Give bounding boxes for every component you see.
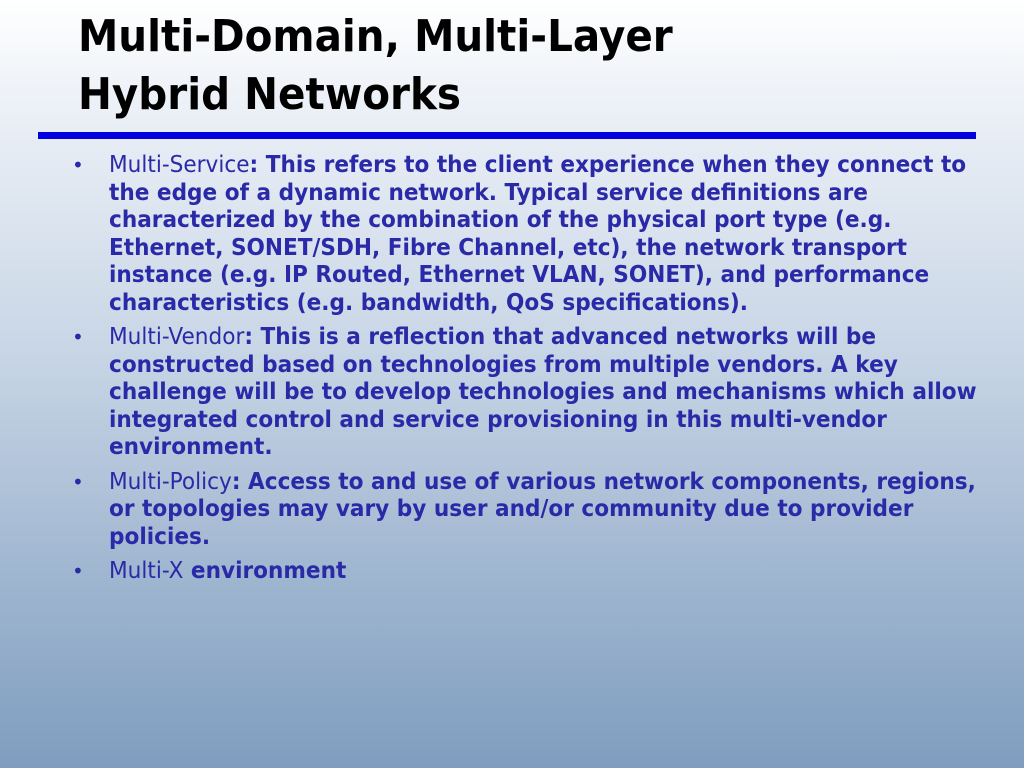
bullet-dot-icon: • <box>72 469 84 494</box>
bullet-text: Multi-Policy: Access to and use of vario… <box>109 469 993 552</box>
title-underline-rule <box>38 132 976 139</box>
bullet-text: Multi-X environment <box>109 558 993 586</box>
bullet-description: : This is a reflection that advanced net… <box>109 324 977 460</box>
bullet-item-multi-policy: • Multi-Policy: Access to and use of var… <box>72 469 987 552</box>
bullet-text: Multi-Vendor: This is a reflection that … <box>109 324 993 462</box>
bullet-term: Multi-Policy <box>109 468 232 495</box>
bullet-description: environment <box>183 558 347 584</box>
bullet-description: : This refers to the client experience w… <box>109 152 967 316</box>
bullet-item-multi-vendor: • Multi-Vendor: This is a reflection tha… <box>72 324 987 462</box>
slide-title: Multi-Domain, Multi-Layer Hybrid Network… <box>78 8 906 124</box>
bullet-text: Multi-Service: This refers to the client… <box>109 152 993 317</box>
bullet-term: Multi-Service <box>109 152 250 178</box>
slide-title-line-2: Hybrid Networks <box>78 69 462 120</box>
bullet-item-multi-service: • Multi-Service: This refers to the clie… <box>72 152 987 317</box>
bullet-description: : Access to and use of various network c… <box>109 468 976 550</box>
bullet-dot-icon: • <box>72 559 84 583</box>
bullet-list: • Multi-Service: This refers to the clie… <box>72 152 987 593</box>
bullet-item-multi-x: • Multi-X environment <box>72 558 987 586</box>
bullet-term: Multi-Vendor <box>109 324 245 350</box>
bullet-term: Multi-X <box>109 558 184 584</box>
bullet-dot-icon: • <box>72 153 84 177</box>
slide-title-line-1: Multi-Domain, Multi-Layer <box>78 11 673 62</box>
bullet-dot-icon: • <box>72 325 84 349</box>
